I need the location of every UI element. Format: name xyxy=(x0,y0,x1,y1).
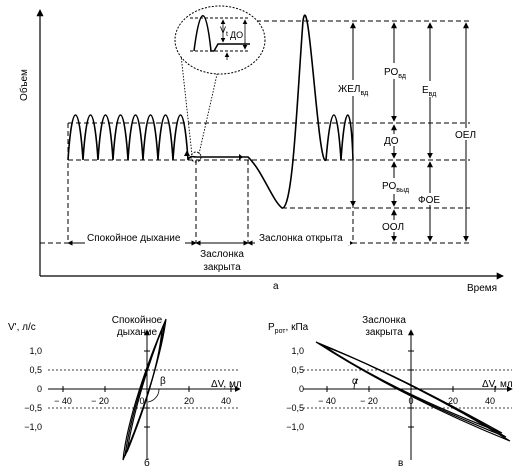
reference-lines xyxy=(40,20,470,244)
svg-text:−1,0: −1,0 xyxy=(24,422,42,432)
svg-text:ФОЕ: ФОЕ xyxy=(418,195,440,206)
svg-text:ДО: ДО xyxy=(230,30,243,40)
svg-text:Pрот, кПа: Pрот, кПа xyxy=(268,322,309,335)
svg-text:−0,5: −0,5 xyxy=(286,403,304,413)
svg-text:ДО: ДО xyxy=(384,136,399,147)
svg-text:1,0: 1,0 xyxy=(29,346,42,356)
valve-closed-label-2: закрыта xyxy=(203,262,241,273)
svg-text:−0,5: −0,5 xyxy=(24,403,42,413)
svg-text:Заслонка: Заслонка xyxy=(362,315,406,326)
svg-text:в: в xyxy=(398,458,403,469)
valve-open-label: Заслонка открыта xyxy=(259,233,343,244)
svg-text:РОвд: РОвд xyxy=(384,67,406,80)
svg-text:0: 0 xyxy=(139,396,144,406)
valve-closed-label: Заслонка xyxy=(200,249,244,260)
svg-text:РОвыд: РОвыд xyxy=(382,181,409,194)
svg-text:− 20: − 20 xyxy=(360,396,378,406)
svg-text:0: 0 xyxy=(37,384,42,394)
svg-text:0,5: 0,5 xyxy=(29,365,42,375)
volume-labels: ЖЕЛвд РОвд Евд ДО РОвыд ФОЕ ООЛ ОЕЛ xyxy=(337,63,481,233)
svg-text:ΔV, мл: ΔV, мл xyxy=(211,379,242,390)
panel-a: Объем Время а xyxy=(18,5,504,294)
zoom-content: Vt ДО xyxy=(190,15,250,60)
svg-text:0,5: 0,5 xyxy=(291,365,304,375)
svg-text:ЖЕЛвд: ЖЕЛвд xyxy=(338,84,368,97)
svg-text:Спокойное: Спокойное xyxy=(112,315,163,326)
svg-text:−1,0: −1,0 xyxy=(286,422,304,432)
svg-text:40: 40 xyxy=(221,396,231,406)
svg-text:20: 20 xyxy=(184,396,194,406)
svg-text:V', л/с: V', л/с xyxy=(8,322,36,333)
svg-text:Vt: Vt xyxy=(220,25,228,38)
svg-text:0: 0 xyxy=(299,384,304,394)
panel-b: 1,0 0,5 0 −0,5 −1,0 − 40 − 20 0 20 40 β … xyxy=(8,315,242,469)
svg-text:б: б xyxy=(144,457,150,469)
svg-text:− 20: − 20 xyxy=(91,396,109,406)
svg-text:20: 20 xyxy=(448,396,458,406)
zoom-point xyxy=(190,151,202,163)
svg-text:ООЛ: ООЛ xyxy=(382,222,404,233)
svg-text:40: 40 xyxy=(485,396,495,406)
svg-text:закрыта: закрыта xyxy=(365,327,403,338)
panel-b-x-ticks: − 40 − 20 0 20 40 xyxy=(54,396,231,406)
panel-a-x-label: Время xyxy=(467,283,497,294)
panel-c-x-ticks: − 40 − 20 0 20 40 xyxy=(318,396,495,406)
svg-text:− 40: − 40 xyxy=(54,396,72,406)
panel-a-letter: а xyxy=(273,281,279,292)
small-arrows xyxy=(184,150,243,160)
panel-a-y-label: Объем xyxy=(18,69,30,101)
svg-text:− 40: − 40 xyxy=(318,396,336,406)
zoom-ellipse xyxy=(174,5,266,75)
svg-text:1,0: 1,0 xyxy=(291,346,304,356)
panel-b-y-ticks: 1,0 0,5 0 −0,5 −1,0 xyxy=(24,346,42,432)
svg-text:дыхание: дыхание xyxy=(117,327,158,338)
svg-text:ОЕЛ: ОЕЛ xyxy=(455,130,476,141)
svg-text:ΔV, мл: ΔV, мл xyxy=(482,379,513,390)
panel-c-loops xyxy=(315,341,511,442)
svg-text:β: β xyxy=(160,376,166,387)
quiet-breathing-label: Спокойное дыхание xyxy=(87,233,181,244)
panel-c-y-ticks: 1,0 0,5 0 −0,5 −1,0 xyxy=(286,346,304,432)
volume-trace xyxy=(67,14,354,209)
svg-text:Евд: Евд xyxy=(422,85,436,98)
panel-b-loops xyxy=(122,318,167,461)
svg-text:α: α xyxy=(352,376,358,387)
svg-text:0: 0 xyxy=(408,396,413,406)
panel-c: 1,0 0,5 0 −0,5 −1,0 − 40 − 20 0 20 40 α … xyxy=(268,315,513,469)
volume-arrows xyxy=(350,22,469,242)
